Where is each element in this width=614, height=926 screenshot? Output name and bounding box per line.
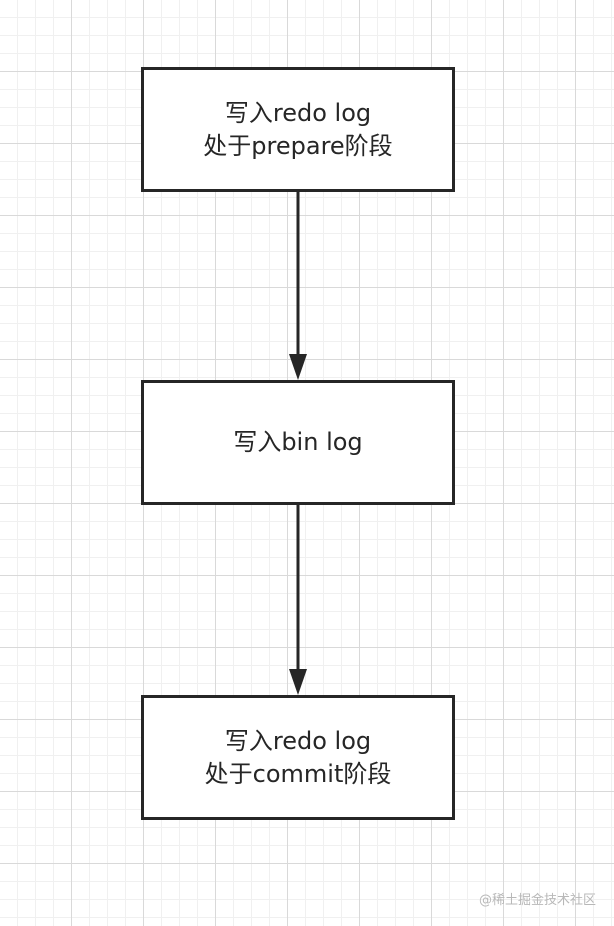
arrowhead-icon (289, 354, 307, 380)
node-write-redo-log-commit: 写入redo log 处于commit阶段 (141, 695, 455, 820)
arrowhead-icon (289, 669, 307, 695)
node-label-line: 处于prepare阶段 (203, 131, 393, 160)
node-label-line: 处于commit阶段 (204, 759, 392, 788)
watermark: @稀土掘金技术社区 (478, 893, 596, 908)
node-label-line: 写入redo log (224, 726, 372, 755)
node-write-redo-log-prepare: 写入redo log 处于prepare阶段 (141, 67, 455, 192)
edge-n2-n3 (289, 505, 307, 695)
node-label-line: 写入bin log (233, 428, 363, 456)
node-write-bin-log: 写入bin log (141, 380, 455, 505)
node-label-line: 写入redo log (224, 98, 372, 127)
edge-n1-n2 (289, 192, 307, 380)
